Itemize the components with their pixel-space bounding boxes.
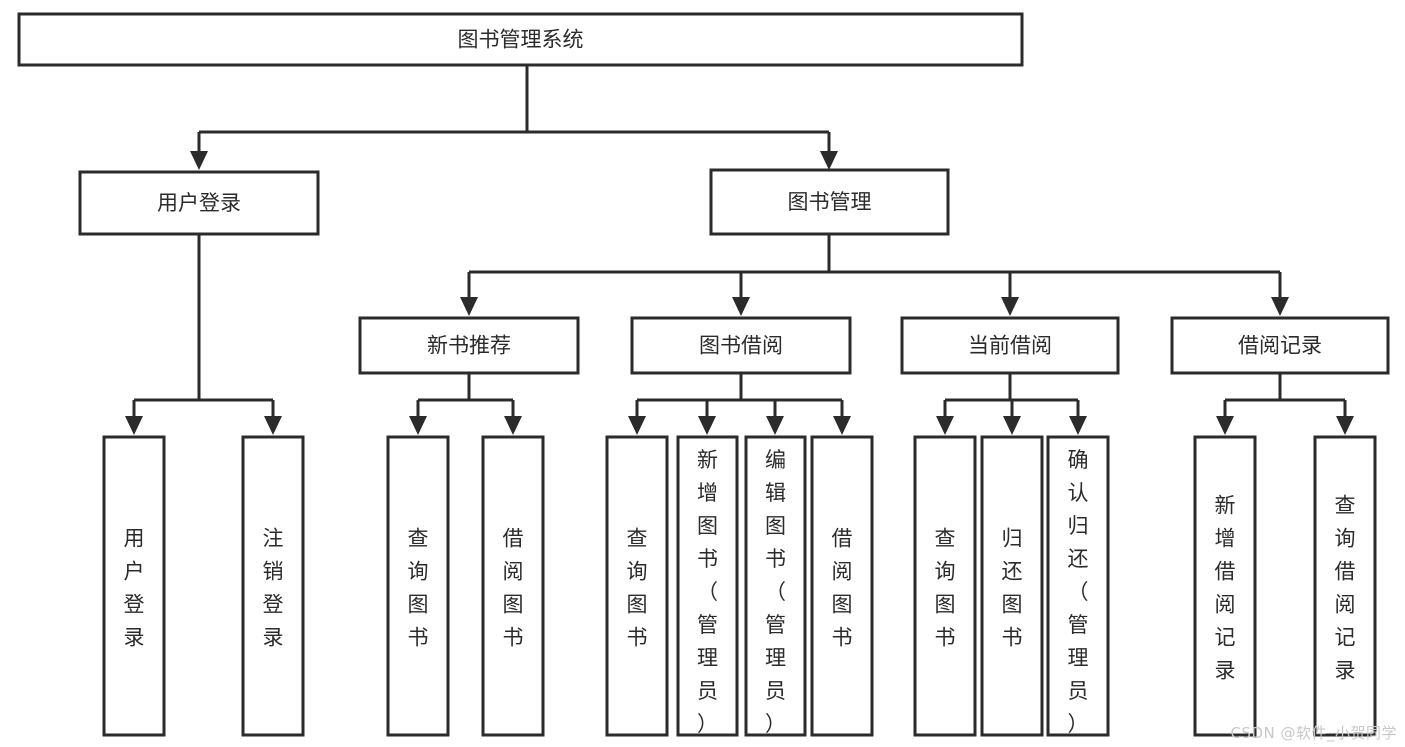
- level1-node-user-login[interactable]: 用户登录: [78, 170, 320, 236]
- node-box[interactable]: [481, 435, 545, 737]
- node-box[interactable]: [1313, 435, 1377, 737]
- node-label: 借阅图书: [832, 527, 853, 650]
- node-layer: 图书管理系统用户登录图书管理新书推荐图书借阅当前借阅借阅记录用户登录注销登录查询…: [17, 12, 1390, 737]
- node-box[interactable]: [709, 168, 950, 236]
- connector-group: [409, 373, 522, 435]
- arrow-head: [833, 416, 851, 435]
- level2-node-book-borrow[interactable]: 图书借阅: [630, 316, 852, 375]
- node-label: 编辑图书（管理员）: [765, 448, 786, 736]
- connector-layer: [125, 65, 1354, 435]
- root-node-root[interactable]: 图书管理系统: [17, 12, 1024, 67]
- arrow-head: [1003, 416, 1021, 435]
- node-box[interactable]: [810, 435, 874, 737]
- node-label: 借阅记录: [1238, 334, 1322, 358]
- leaf-node-leaf-add-borrow-record[interactable]: 新增借阅记录: [1193, 435, 1257, 737]
- leaf-node-leaf-query-book-recommend[interactable]: 查询图书: [386, 435, 450, 737]
- arrow-head: [698, 416, 716, 435]
- node-box[interactable]: [78, 170, 320, 236]
- arrow-head: [628, 416, 646, 435]
- node-label: 图书管理系统: [458, 28, 584, 52]
- node-label: 图书借阅: [699, 334, 783, 358]
- node-box[interactable]: [1170, 316, 1390, 375]
- connector-group: [628, 373, 851, 435]
- leaf-node-leaf-user-login[interactable]: 用户登录: [102, 435, 166, 737]
- arrow-head: [1069, 416, 1087, 435]
- node-label: 查询图书: [627, 527, 648, 650]
- node-label: 归还图书: [1002, 527, 1023, 650]
- node-box[interactable]: [980, 435, 1044, 737]
- level2-node-borrow-record[interactable]: 借阅记录: [1170, 316, 1390, 375]
- arrow-head: [1271, 297, 1289, 316]
- node-label: 新增借阅记录: [1215, 494, 1236, 683]
- csdn-watermark: CSDN @软件_小贺同学: [1230, 724, 1397, 742]
- node-label: 新书推荐: [427, 334, 511, 358]
- node-label: 当前借阅: [968, 334, 1052, 358]
- node-label: 图书管理: [788, 190, 872, 214]
- node-box[interactable]: [900, 316, 1120, 375]
- leaf-node-leaf-confirm-return-admin[interactable]: 确认归还（管理员）: [1046, 435, 1110, 737]
- node-box[interactable]: [386, 435, 450, 737]
- node-label: 查询借阅记录: [1335, 494, 1356, 683]
- arrow-head: [1336, 416, 1354, 435]
- node-box[interactable]: [1193, 435, 1257, 737]
- connector-group: [125, 234, 282, 435]
- node-label: 查询图书: [408, 527, 429, 650]
- arrow-head: [1216, 416, 1234, 435]
- arrow-head: [936, 416, 954, 435]
- node-box[interactable]: [676, 435, 739, 737]
- node-label: 借阅图书: [503, 527, 524, 650]
- arrow-head: [460, 297, 478, 316]
- node-box[interactable]: [102, 435, 166, 737]
- leaf-node-leaf-borrow-book-recommend[interactable]: 借阅图书: [481, 435, 545, 737]
- leaf-node-leaf-add-book-admin[interactable]: 新增图书（管理员）: [676, 435, 739, 737]
- node-box[interactable]: [17, 12, 1024, 67]
- arrow-head: [264, 416, 282, 435]
- node-box[interactable]: [913, 435, 977, 737]
- node-label: 用户登录: [157, 191, 241, 215]
- leaf-node-leaf-logout[interactable]: 注销登录: [241, 435, 305, 737]
- node-label: 注销登录: [263, 527, 284, 650]
- connector-group: [1216, 373, 1354, 435]
- node-box[interactable]: [605, 435, 669, 737]
- node-label: 查询图书: [935, 527, 956, 650]
- arrow-head: [190, 151, 208, 170]
- level1-node-book-management[interactable]: 图书管理: [709, 168, 950, 236]
- arrow-head: [1001, 297, 1019, 316]
- arrow-head: [820, 151, 838, 170]
- arrow-head: [766, 416, 784, 435]
- leaf-node-leaf-borrow-book[interactable]: 借阅图书: [810, 435, 874, 737]
- node-box[interactable]: [1046, 435, 1110, 737]
- arrow-head: [732, 297, 750, 316]
- leaf-node-leaf-edit-book-admin[interactable]: 编辑图书（管理员）: [744, 435, 807, 737]
- node-box[interactable]: [358, 316, 580, 375]
- leaf-node-leaf-query-book-current[interactable]: 查询图书: [913, 435, 977, 737]
- node-box[interactable]: [630, 316, 852, 375]
- node-box[interactable]: [744, 435, 807, 737]
- node-label: 用户登录: [124, 527, 145, 650]
- arrow-head: [125, 416, 143, 435]
- arrow-head: [409, 416, 427, 435]
- connector-group: [460, 234, 1289, 316]
- level2-node-new-book-recommend[interactable]: 新书推荐: [358, 316, 580, 375]
- connector-group: [936, 373, 1087, 435]
- leaf-node-leaf-return-book[interactable]: 归还图书: [980, 435, 1044, 737]
- node-label: 确认归还（管理员）: [1068, 448, 1089, 736]
- arrow-head: [504, 416, 522, 435]
- node-box[interactable]: [241, 435, 305, 737]
- node-label: 新增图书（管理员）: [697, 448, 718, 736]
- connector-group: [190, 65, 838, 170]
- level2-node-current-borrow[interactable]: 当前借阅: [900, 316, 1120, 375]
- leaf-node-leaf-query-book-borrow[interactable]: 查询图书: [605, 435, 669, 737]
- leaf-node-leaf-query-borrow-record[interactable]: 查询借阅记录: [1313, 435, 1377, 737]
